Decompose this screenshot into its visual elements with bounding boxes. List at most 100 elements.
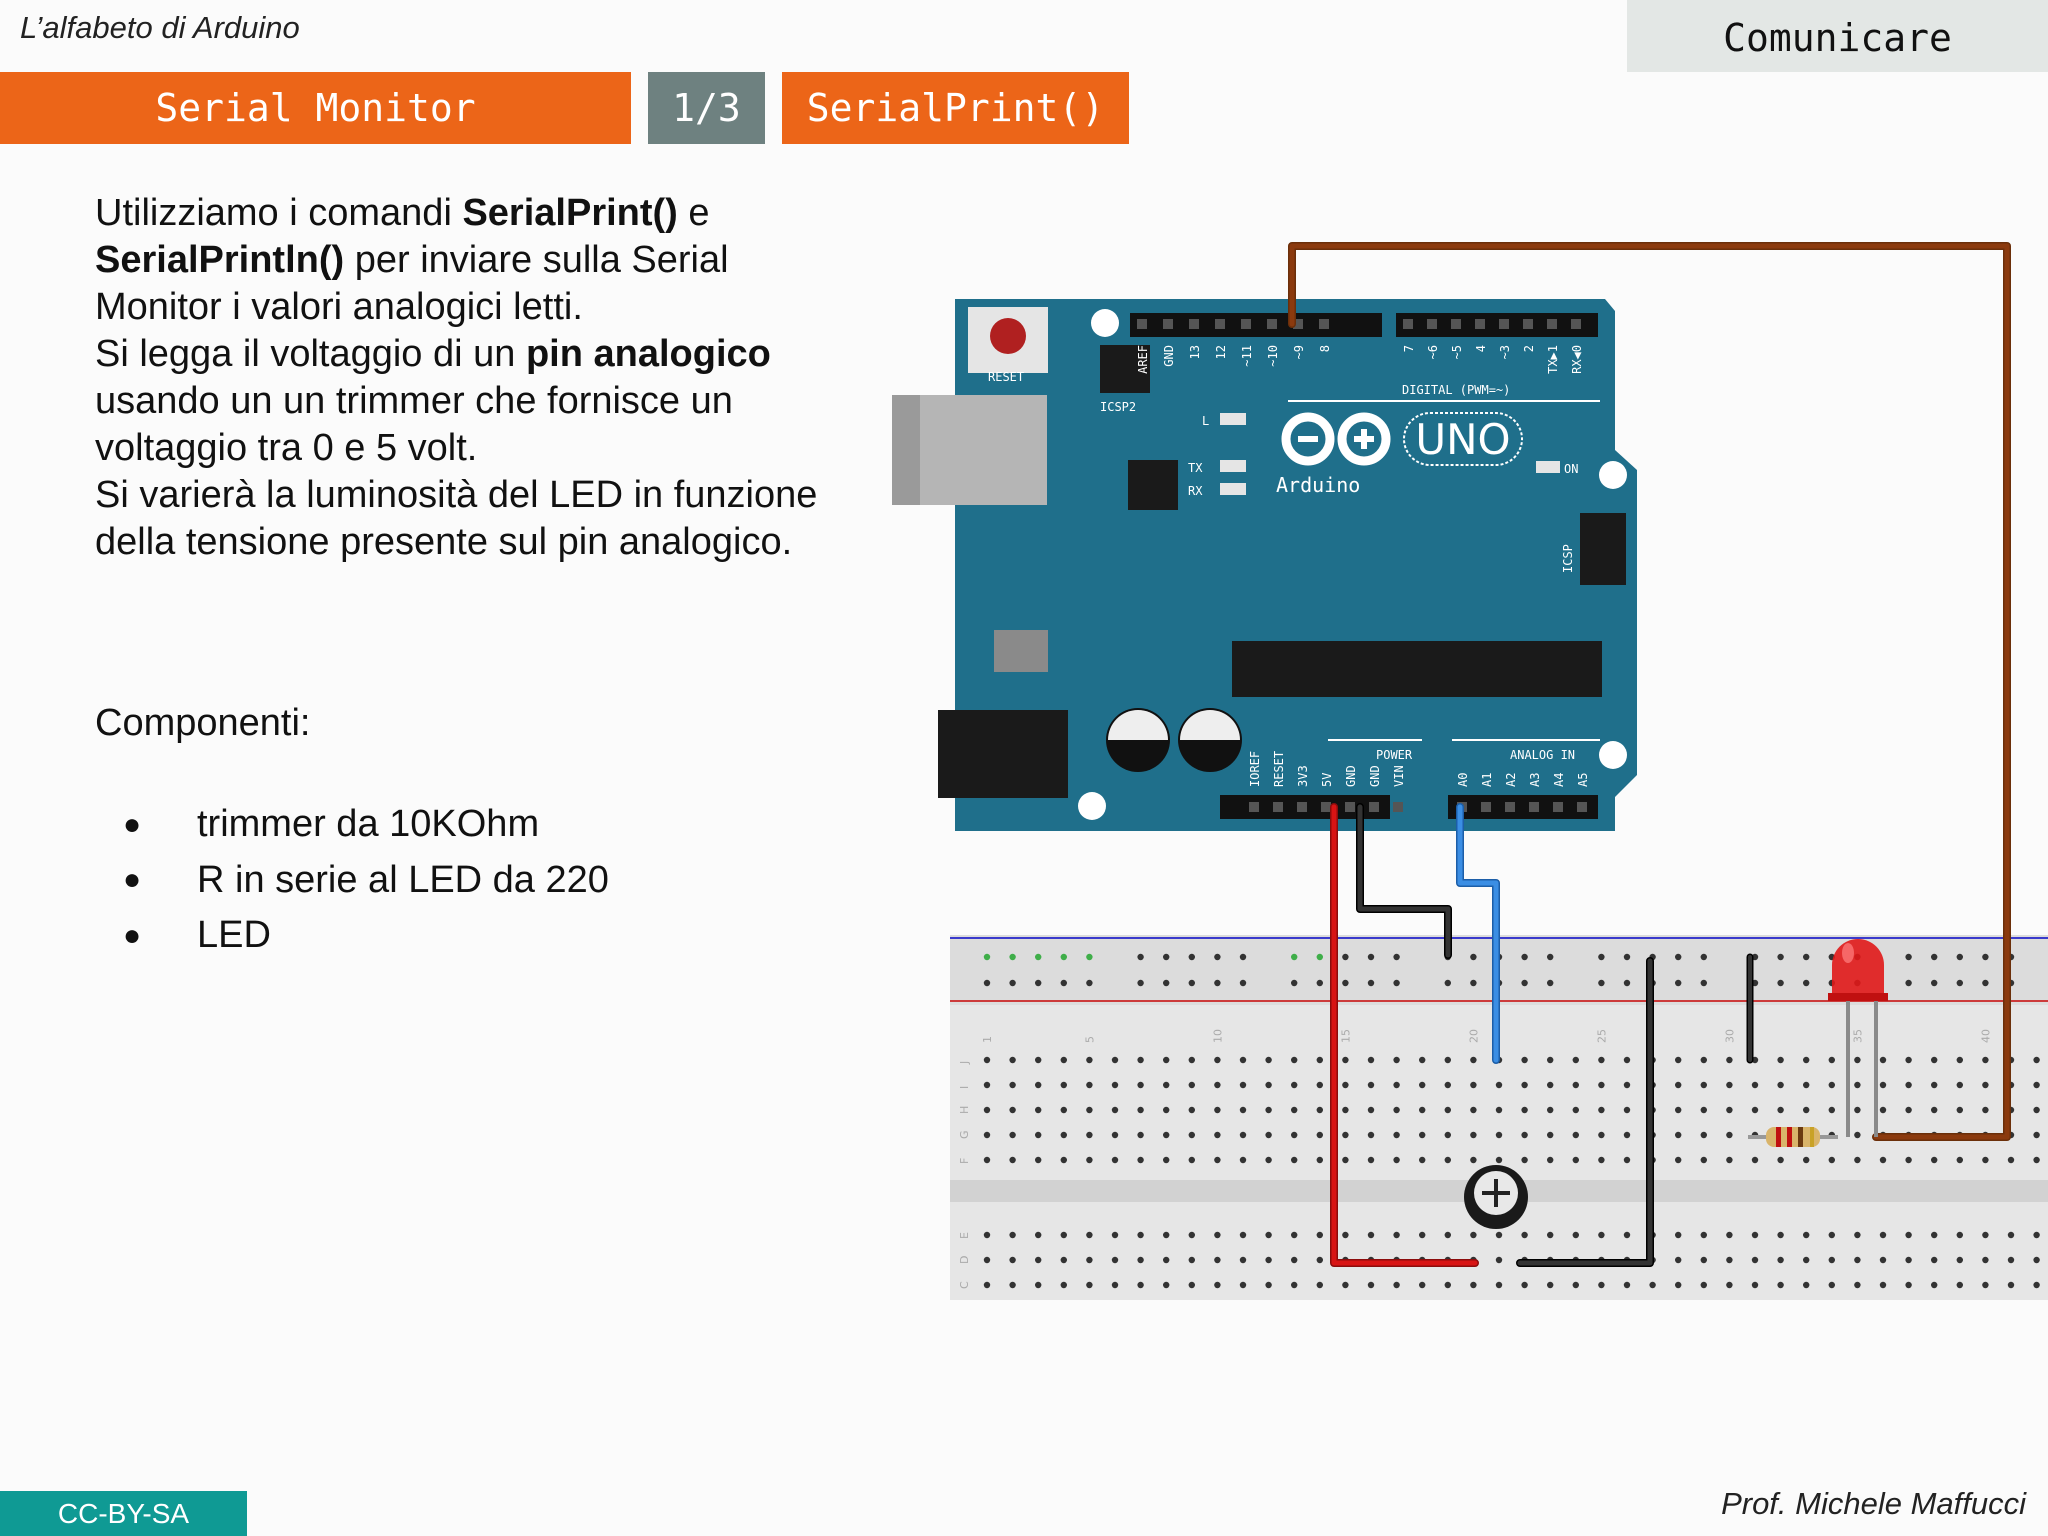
bullet-icon: ● <box>123 863 142 897</box>
description-text: Utilizziamo i comandi SerialPrint() e Se… <box>95 190 835 566</box>
digital-pin-label: ~3 <box>1498 345 1512 359</box>
component-label: R in serie al LED da 220 <box>197 858 609 901</box>
list-item: ● trimmer da 10KOhm <box>95 797 609 853</box>
digital-pin-label: 12 <box>1214 345 1228 359</box>
column-number: 30 <box>1723 1029 1736 1043</box>
text-run: usando un un trimmer che fornisce un vol… <box>95 380 733 469</box>
power-label: POWER <box>1376 748 1413 762</box>
row-letter: H <box>958 1106 971 1114</box>
reset-label: RESET <box>988 370 1024 384</box>
section-label: Comunicare <box>1627 0 2048 72</box>
power-pin-label: IOREF <box>1248 751 1262 787</box>
voltage-regulator <box>994 630 1048 672</box>
row-letter: D <box>958 1256 971 1264</box>
digital-pin-label: ~10 <box>1266 345 1280 367</box>
icsp-label: ICSP <box>1561 544 1575 573</box>
components-list: ● trimmer da 10KOhm ● R in serie al LED da… <box>95 797 609 964</box>
bullet-icon: ● <box>123 807 142 841</box>
digital-pin-label: TX▶1 <box>1546 345 1560 374</box>
list-item: ● LED <box>95 908 609 964</box>
power-pin-label: VIN <box>1392 765 1406 787</box>
tab-serial-monitor: Serial Monitor <box>0 72 631 144</box>
author-name: Prof. Michele Maffucci <box>1721 1486 2026 1521</box>
led-rx-label: RX <box>1188 484 1203 498</box>
column-number: 1 <box>981 1036 994 1043</box>
text-run: Utilizziamo i comandi <box>95 192 463 234</box>
power-pin-label: 5V <box>1320 773 1334 787</box>
digital-pin-label: 8 <box>1318 345 1332 352</box>
analog-pin-label: A1 <box>1480 773 1494 787</box>
digital-pin-label: RX◀0 <box>1570 345 1584 374</box>
column-number: 15 <box>1339 1029 1352 1043</box>
column-number: 20 <box>1467 1029 1480 1043</box>
usb-chip <box>1128 460 1178 510</box>
column-number: 25 <box>1595 1029 1608 1043</box>
on-label: ON <box>1564 462 1578 476</box>
wires <box>1288 242 2011 1267</box>
row-letter: J <box>958 1061 971 1065</box>
digital-pin-label: 13 <box>1188 345 1202 359</box>
row-letter: F <box>958 1158 971 1164</box>
page-indicator: 1/3 <box>648 72 765 144</box>
column-number: 5 <box>1083 1036 1096 1043</box>
text-run: per inviare sulla Serial Monitor i valor… <box>95 239 729 328</box>
course-title: L’alfabeto di Arduino <box>20 10 300 45</box>
analog-pin-label: A4 <box>1552 773 1566 787</box>
column-number: 35 <box>1851 1029 1864 1043</box>
digital-pin-label: 7 <box>1402 345 1416 352</box>
digital-pin-label: GND <box>1162 345 1176 367</box>
analog-pin-label: A2 <box>1504 773 1518 787</box>
tab-serialprint: SerialPrint() <box>782 72 1129 144</box>
column-number: 40 <box>1979 1029 1992 1043</box>
digital-pin-label: 2 <box>1522 345 1536 352</box>
power-pin-label: GND <box>1368 765 1382 787</box>
board-brand: Arduino <box>1276 473 1360 497</box>
digital-header-2 <box>1396 313 1598 337</box>
led-l-label: L <box>1202 414 1209 428</box>
text-run-bold: SerialPrintln() <box>95 239 345 281</box>
analog-pin-label: A3 <box>1528 773 1542 787</box>
digital-pin-label: AREF <box>1136 345 1150 374</box>
digital-pin-label: ~9 <box>1292 345 1306 359</box>
analog-pin-label: A0 <box>1456 773 1470 787</box>
component-label: trimmer da 10KOhm <box>197 803 540 846</box>
license-badge: CC-BY-SA <box>0 1491 247 1536</box>
arduino-logo <box>1281 412 1391 466</box>
icsp-header <box>1580 513 1626 585</box>
power-pin-label: RESET <box>1272 751 1286 787</box>
digital-pin-label: ~6 <box>1426 345 1440 359</box>
digital-pin-label: ~5 <box>1450 345 1464 359</box>
row-letter: E <box>958 1232 971 1239</box>
analog-label: ANALOG IN <box>1510 748 1575 762</box>
list-item: ● R in serie al LED da 220 <box>95 853 609 909</box>
icsp2-label: ICSP2 <box>1100 400 1136 414</box>
column-number: 10 <box>1211 1029 1224 1043</box>
power-pin-label: GND <box>1344 765 1358 787</box>
icsp2-header <box>1100 345 1150 393</box>
text-run-bold: pin analogico <box>525 333 771 375</box>
digital-pin-label: 4 <box>1474 345 1488 352</box>
components-heading: Componenti: <box>95 702 311 744</box>
analog-header <box>1448 795 1598 819</box>
bullet-icon: ● <box>123 918 142 952</box>
text-run: Si varierà la luminosità del LED in funz… <box>95 474 818 563</box>
resistor <box>1748 1127 1838 1147</box>
power-jack <box>938 710 1068 798</box>
text-run: e <box>677 192 710 234</box>
digital-label: DIGITAL (PWM=~) <box>1402 383 1510 397</box>
row-letter: G <box>958 1130 971 1139</box>
board-name: UNO <box>1415 415 1510 464</box>
trimmer <box>1464 1165 1528 1229</box>
atmega-chip <box>1232 641 1602 697</box>
power-pin-label: 3V3 <box>1296 765 1310 787</box>
analog-pin-label: A5 <box>1576 773 1590 787</box>
led-tx-label: TX <box>1188 461 1203 475</box>
row-letter: C <box>958 1281 971 1289</box>
component-label: LED <box>197 914 271 957</box>
row-letter: I <box>958 1086 971 1089</box>
digital-pin-label: ~11 <box>1240 345 1254 367</box>
text-run: Si legga il voltaggio di un <box>95 333 526 375</box>
text-run-bold: SerialPrint() <box>462 192 678 234</box>
led <box>1828 939 1888 1137</box>
